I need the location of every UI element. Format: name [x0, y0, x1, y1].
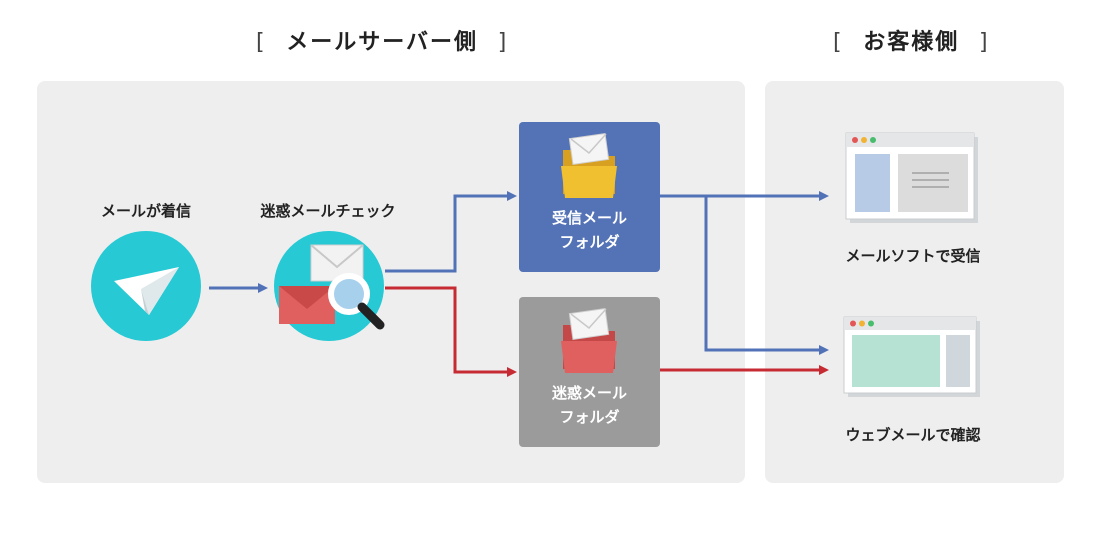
spam-folder-label-1: 迷惑メール — [551, 384, 627, 402]
spam-folder-label-2: フォルダ — [559, 408, 620, 426]
browser-window-icon — [843, 316, 980, 397]
webmail-label: ウェブメールで確認 — [845, 426, 981, 444]
folder-with-mail-icon — [561, 133, 617, 198]
mail-software-label: メールソフトで受信 — [845, 247, 981, 265]
spam-check-label: 迷惑メールチェック — [260, 202, 396, 220]
envelope-magnifier-icon — [274, 231, 385, 341]
server-side-title: [ メールサーバー側 ] — [256, 30, 509, 55]
folder-with-mail-icon — [561, 308, 617, 373]
customer-side-title: [ お客様側 ] — [833, 30, 990, 55]
inbox-folder-box: 受信メール フォルダ — [519, 122, 660, 272]
arrow-check-to-inbox — [385, 191, 517, 273]
inbox-folder-label-2: フォルダ — [559, 233, 620, 251]
arrow-check-to-spam — [385, 286, 517, 377]
paper-plane-icon — [91, 231, 201, 341]
mail-arrival-label: メールが着信 — [100, 202, 191, 220]
arrow-inbox-to-webmail — [704, 196, 829, 355]
spam-folder-box: 迷惑メール フォルダ — [519, 297, 660, 447]
inbox-folder-label-1: 受信メール — [551, 209, 627, 227]
browser-window-icon — [845, 132, 978, 223]
